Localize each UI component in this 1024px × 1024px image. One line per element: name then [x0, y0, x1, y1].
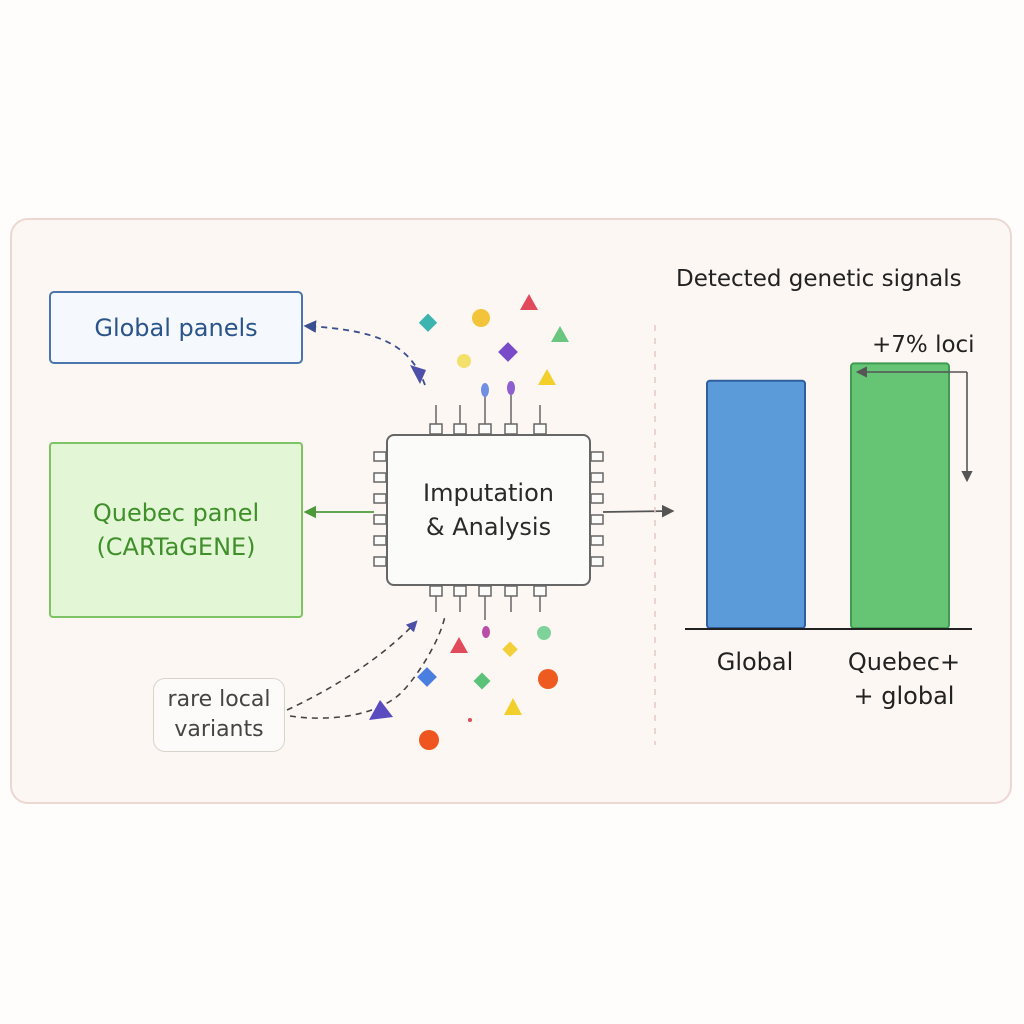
bar-chart	[706, 362, 950, 629]
global-panels-arrow	[303, 320, 426, 386]
category-label-line: + global	[853, 682, 955, 710]
category-label-line: Quebec+	[847, 648, 961, 676]
rare-variants-line1: rare local	[167, 687, 271, 712]
variant-marker-icon	[369, 700, 393, 720]
variant-markers	[417, 294, 569, 750]
category-label-quebec-global: Quebec+ + global	[834, 645, 974, 713]
engine-label-line2: & Analysis	[425, 513, 552, 541]
quebec-panel-sublabel: (CARTaGENE)	[96, 533, 256, 561]
bar-global	[706, 379, 806, 629]
category-label-line: Global	[716, 648, 794, 676]
imputation-engine-box: Imputation & Analysis	[386, 434, 591, 586]
rare-variants-arrow-1	[286, 620, 418, 711]
bar-quebec-global	[850, 362, 950, 629]
chip-to-chart-arrow	[602, 504, 675, 518]
rare-variants-arrow-2	[289, 615, 446, 719]
category-label-global: Global	[695, 645, 815, 679]
variant-marker-icon	[410, 365, 426, 384]
quebec-panel-box: Quebec panel (CARTaGENE)	[49, 442, 303, 618]
chart-title: Detected genetic signals	[676, 266, 962, 292]
quebec-panel-label: Quebec panel	[92, 499, 260, 527]
global-panels-box: Global panels	[49, 291, 303, 364]
rare-variants-line2: variants	[174, 717, 264, 742]
rare-variants-box: rare local variants	[153, 678, 285, 752]
loci-annotation: +7% loci	[872, 332, 975, 358]
global-panels-label: Global panels	[94, 313, 258, 342]
engine-label-line1: Imputation	[423, 479, 554, 507]
